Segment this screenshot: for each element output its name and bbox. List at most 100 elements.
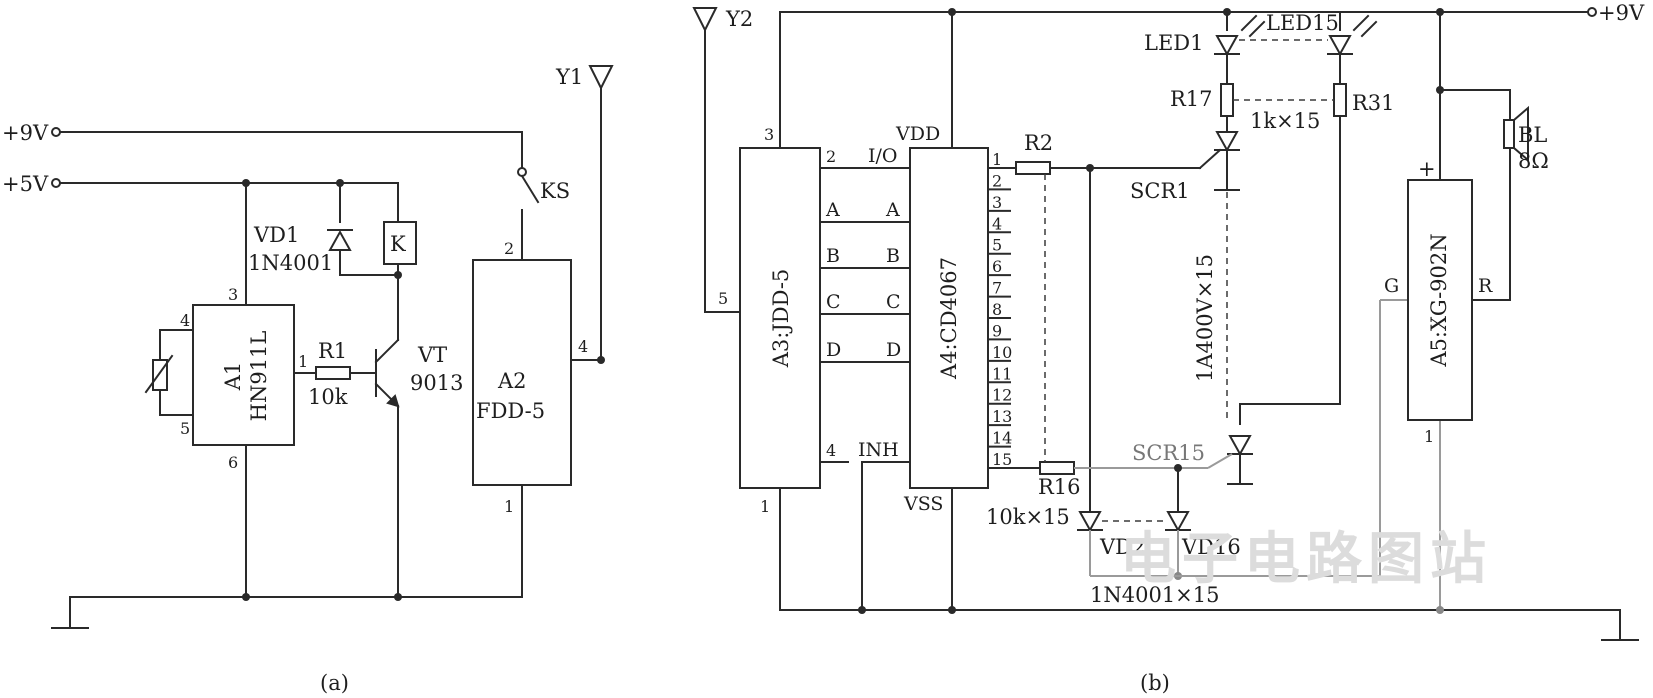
a4-output-pin-label: 12 <box>992 386 1012 405</box>
a4-output-pin-label: 9 <box>992 321 1002 340</box>
a5-g: G <box>1384 275 1399 297</box>
a1-pin-4: 4 <box>180 311 190 330</box>
label-r17: R17 <box>1170 87 1213 111</box>
label-vd-value: 1N4001×15 <box>1090 583 1220 607</box>
label-vd1-part: 1N4001 <box>248 251 333 275</box>
a2-pin-2: 2 <box>504 239 514 258</box>
panel-a: +9V +5V VD1 1N4001 K 3 4 5 1 6 A1 HN911L… <box>2 65 614 695</box>
label-relay: K <box>390 232 406 256</box>
scr15-thyristor <box>1228 435 1252 457</box>
r2-resistor <box>1015 161 1051 175</box>
label-vt-part: 9013 <box>410 371 463 395</box>
a1-pin-3: 3 <box>228 285 238 304</box>
watermark: 电子电路图站 <box>1120 527 1492 592</box>
antenna-y2 <box>692 7 718 33</box>
vd1-diode <box>328 229 352 251</box>
label-r-value: 10k×15 <box>986 505 1070 529</box>
label-r-led-value: 1k×15 <box>1250 109 1320 133</box>
label-a3: A3:JDD-5 <box>769 269 793 369</box>
a4-output-pin-label: 3 <box>992 193 1002 212</box>
label-a1: A1 <box>221 362 245 392</box>
a1-pin-1: 1 <box>298 352 308 371</box>
speaker-bl <box>1503 119 1515 149</box>
a3-pin-3: 3 <box>764 125 774 144</box>
a2-pin-4: 4 <box>578 337 588 356</box>
label-r1-value: 10k <box>308 385 348 409</box>
a2-fdd5-block <box>472 259 572 486</box>
label-5v-a: +5V <box>2 172 49 196</box>
a4-output-pin-label: 11 <box>992 364 1012 383</box>
a1-pin-6: 6 <box>228 453 238 472</box>
led15-diode <box>1328 35 1352 57</box>
a4-output-pin-label: 15 <box>992 450 1012 469</box>
a2-pin-1: 1 <box>504 497 514 516</box>
a4-output-pin-label: 10 <box>992 343 1012 362</box>
panel-b: Y2 +9V 3 5 2 4 1 A B C D A3:JDD-5 I/O A … <box>692 1 1645 695</box>
a4-output-pin-label: 6 <box>992 257 1002 276</box>
a3-line-b: B <box>826 245 840 267</box>
a4-output-pin-label: 5 <box>992 236 1002 255</box>
label-a1-part: HN911L <box>247 331 271 422</box>
label-a2-part: FDD-5 <box>476 399 545 423</box>
a5-xg902n-block <box>1407 179 1473 421</box>
a4-io: I/O <box>868 145 897 167</box>
switch-ks <box>517 167 527 177</box>
a5-pin-1: 1 <box>1424 427 1434 446</box>
a4-line-d: D <box>886 339 901 361</box>
r17-resistor <box>1220 83 1234 117</box>
a4-output-pin-label: 14 <box>992 429 1012 448</box>
a4-vdd: VDD <box>895 123 940 145</box>
a4-inh: INH <box>858 439 899 461</box>
a3-line-a: A <box>825 199 840 221</box>
label-r2: R2 <box>1024 131 1053 155</box>
label-9v-a: +9V <box>2 121 49 145</box>
a4-output-pin-label: 4 <box>992 214 1002 233</box>
label-r16: R16 <box>1038 475 1081 499</box>
vd16-diode <box>1166 511 1190 533</box>
a4-output-pin-label: 2 <box>992 171 1002 190</box>
a3-pin-5: 5 <box>718 289 728 308</box>
r16-resistor <box>1039 461 1075 475</box>
caption-a: (a) <box>320 671 349 695</box>
label-ks: KS <box>540 179 570 203</box>
a4-line-b: B <box>886 245 900 267</box>
a4-output-pin-label: 13 <box>992 407 1012 426</box>
a4-vss: VSS <box>903 493 943 515</box>
a3-pin-1: 1 <box>760 497 770 516</box>
label-y1: Y1 <box>555 65 583 89</box>
a4-line-c: C <box>886 291 901 313</box>
relay-k <box>383 221 417 265</box>
label-scr1: SCR1 <box>1130 179 1190 203</box>
r31-resistor <box>1333 83 1347 117</box>
label-scr-value: 1A400V×15 <box>1193 254 1217 382</box>
a3-pin-4: 4 <box>826 441 836 460</box>
label-y2: Y2 <box>725 7 753 31</box>
label-r31: R31 <box>1352 91 1395 115</box>
label-bl-value: 8Ω <box>1518 149 1549 173</box>
led1-diode <box>1215 35 1239 57</box>
terminal-9v-a <box>51 127 61 137</box>
label-led15: LED15 <box>1266 11 1339 35</box>
vd2-diode <box>1078 511 1102 533</box>
a1-hn911l-block <box>192 304 295 446</box>
label-vt: VT <box>417 343 447 367</box>
a3-line-d: D <box>826 339 841 361</box>
label-vd16: VD16 <box>1181 535 1241 559</box>
a4-output-pin-label: 1 <box>992 150 1002 169</box>
terminal-9v-b <box>1587 7 1597 17</box>
terminal-5v-a <box>51 178 61 188</box>
a4-output-pin-label: 7 <box>992 279 1002 298</box>
a4-line-a: A <box>885 199 900 221</box>
r1-resistor <box>315 366 351 380</box>
a1-pin-5: 5 <box>180 419 190 438</box>
label-bl: BL <box>1518 123 1547 147</box>
label-r1: R1 <box>318 339 347 363</box>
label-vd2: VD2 <box>1099 535 1145 559</box>
label-led1: LED1 <box>1144 31 1203 55</box>
a3-line-c: C <box>826 291 841 313</box>
a3-jdd5-block <box>739 147 821 489</box>
a4-output-pin-label: 8 <box>992 300 1002 319</box>
label-a4: A4:CD4067 <box>937 257 961 380</box>
